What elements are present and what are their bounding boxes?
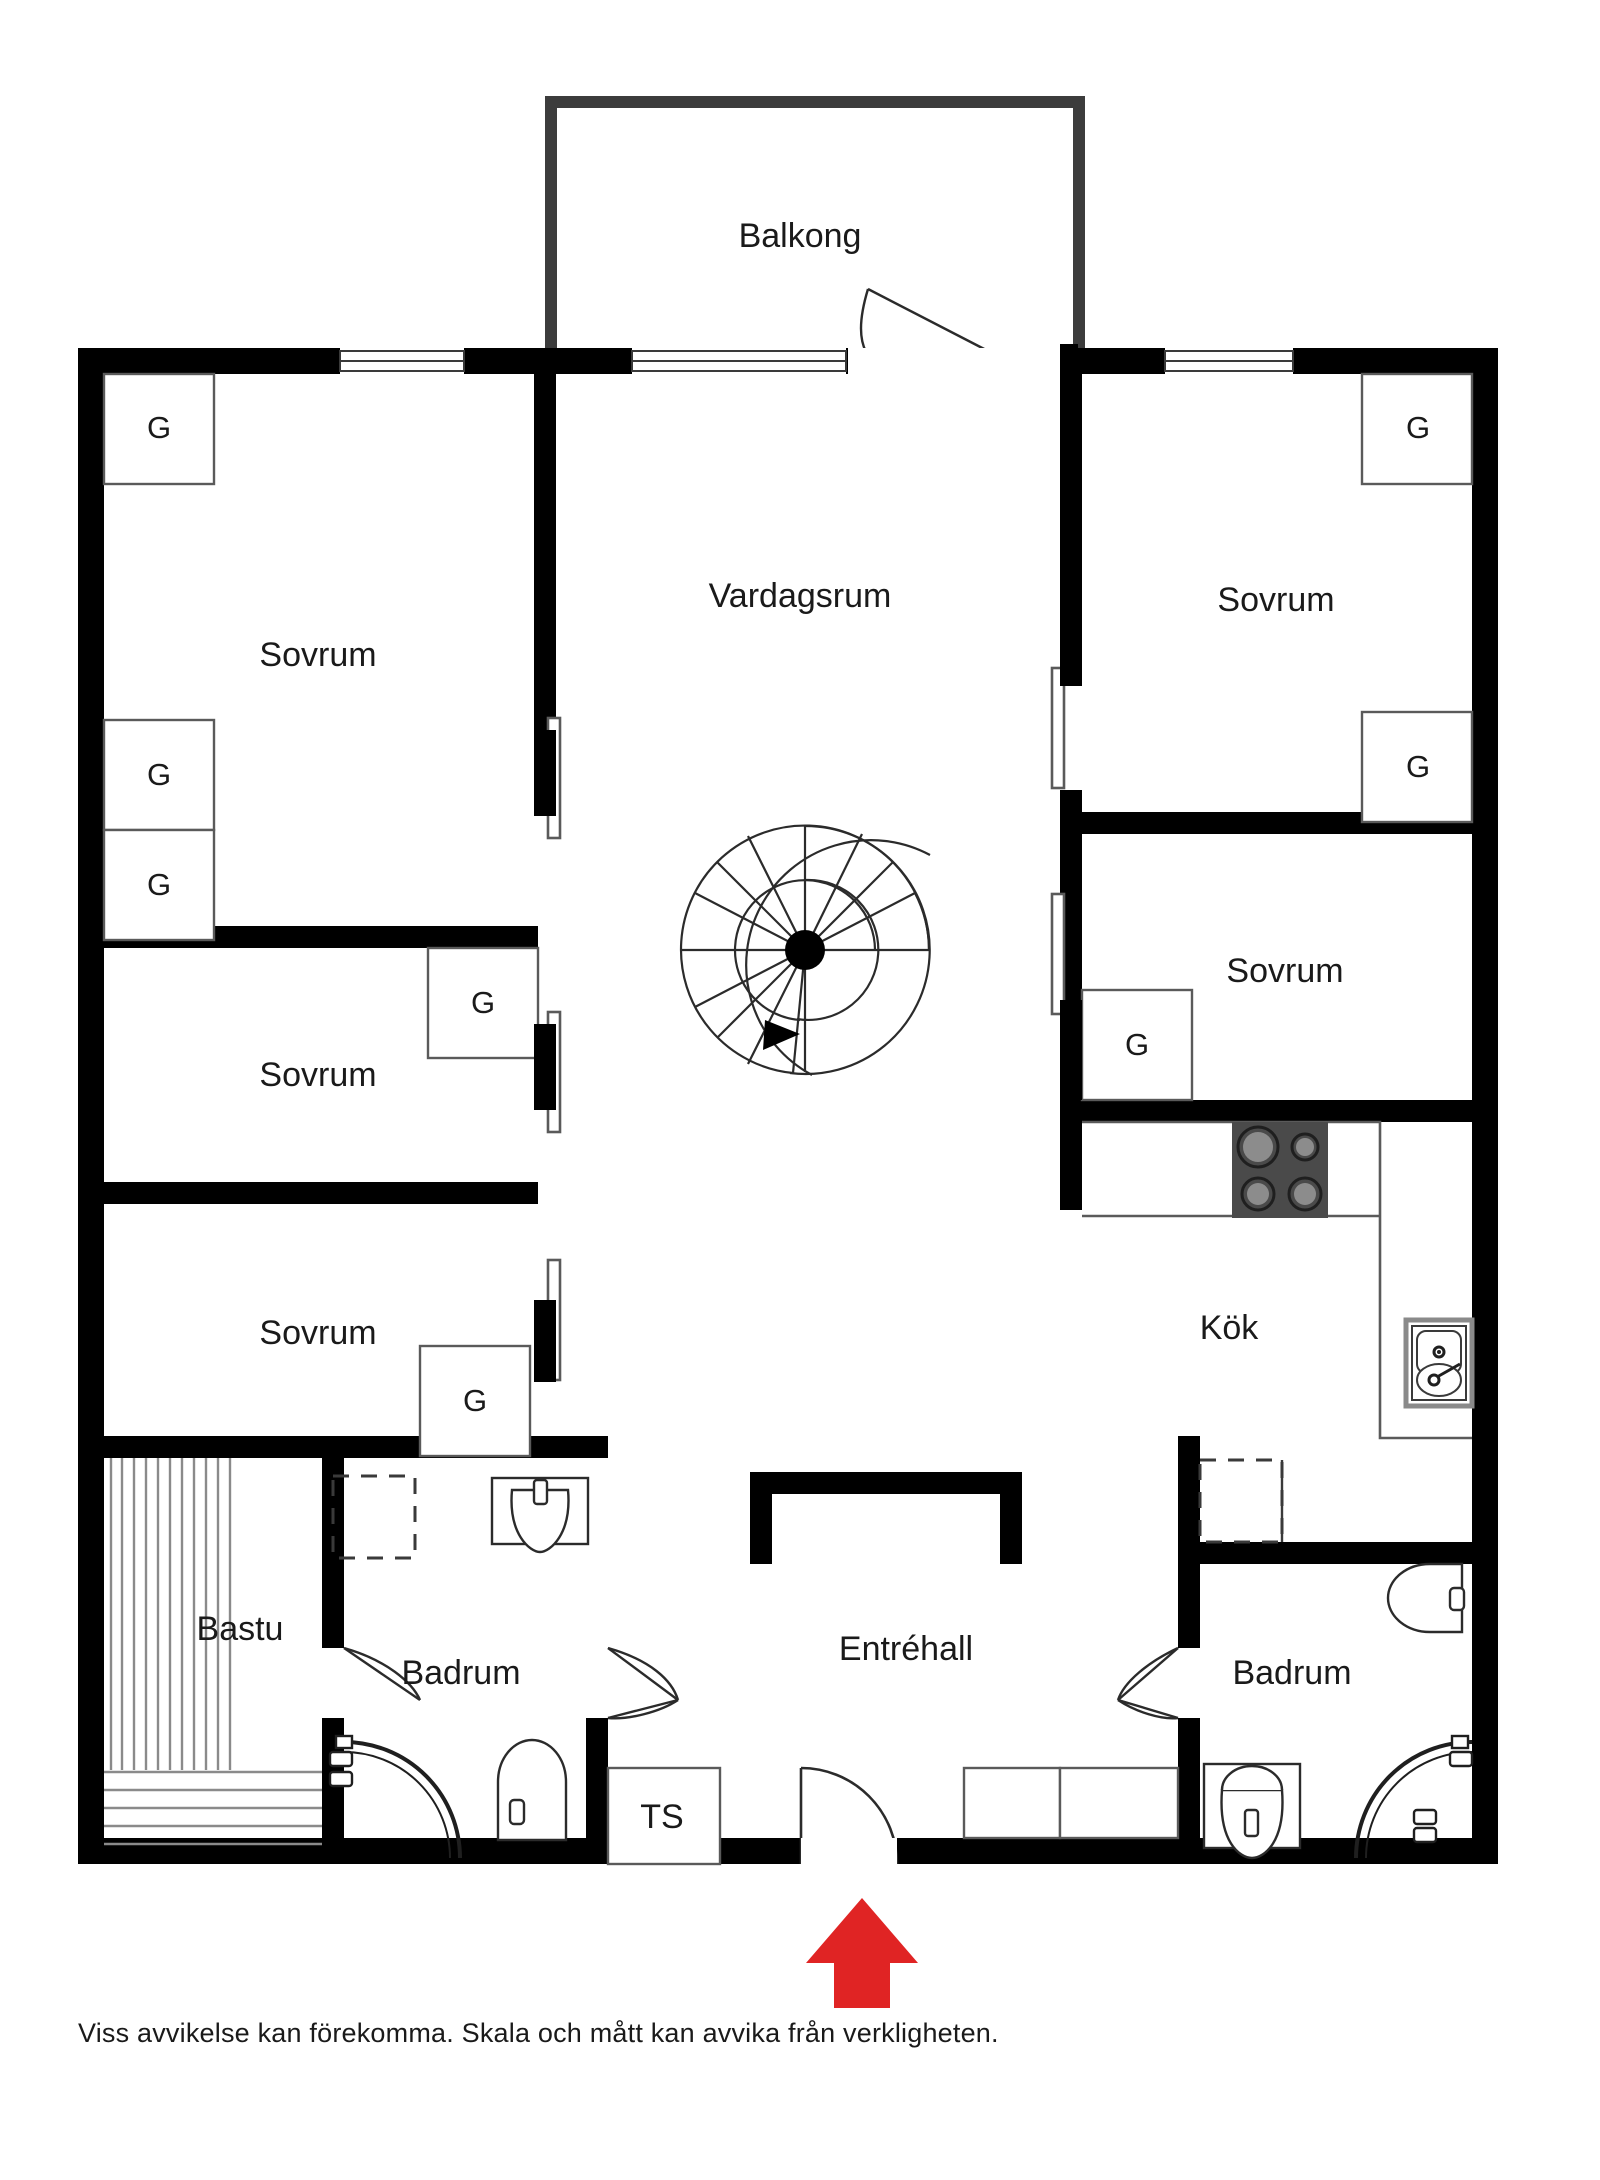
closet-nw-top: [102, 372, 216, 486]
closet-e-mid: [1080, 988, 1194, 1102]
room-label-sovrum-ne: Sovrum: [1217, 581, 1334, 619]
right-bath-wash-basin: [1202, 1762, 1302, 1860]
closets: [102, 372, 1474, 1458]
right-bath-shower-head: [1412, 1734, 1474, 1844]
ts-closet: [606, 1766, 722, 1866]
sauna-benches: [104, 1458, 322, 1846]
room-label-sovrum-e-mid: Sovrum: [1226, 952, 1343, 990]
room-label-sovrum-w-low: Sovrum: [259, 1314, 376, 1352]
closet-label-ne-top: G: [1406, 410, 1430, 445]
room-label-badrum-left: Badrum: [401, 1654, 520, 1692]
right-bath-toilet: [1386, 1562, 1466, 1634]
disclaimer-caption: Viss avvikelse kan förekomma. Skala och …: [78, 2018, 999, 2048]
sliding-door-wall-stubs: [534, 618, 1082, 1382]
left-bath-toilet: [496, 1738, 568, 1842]
door-badrum-left[interactable]: [607, 1646, 680, 1720]
closet-nw-mid: [102, 718, 216, 832]
closet-label-w-low: G: [463, 1383, 487, 1418]
left-bath-appliance-space: [331, 1474, 417, 1560]
left-bath-wash-basin: [490, 1476, 590, 1554]
door-badrum-right[interactable]: [1116, 1646, 1179, 1720]
closet-w-mid: [426, 946, 540, 1060]
closet-label-nw-top: G: [147, 410, 171, 445]
door-sovrum-ne: [1050, 666, 1066, 790]
window-north-3: [1164, 348, 1294, 374]
closet-nw-low: [102, 828, 216, 942]
room-label-bastu: Bastu: [197, 1610, 284, 1648]
closet-label-ne-mid: G: [1406, 749, 1430, 784]
room-label-ts: TS: [640, 1798, 683, 1836]
closet-label-w-mid: G: [471, 985, 495, 1020]
closet-label-nw-mid: G: [147, 757, 171, 792]
door-bastu[interactable]: [343, 1646, 422, 1701]
stove-4-burner: [1232, 1122, 1328, 1218]
staircase-direction-arrow: [763, 1020, 800, 1050]
left-bath-shower: [343, 1740, 462, 1859]
wall-kitchen-top: [1060, 1100, 1474, 1122]
staircase-center-post: [785, 930, 825, 970]
room-label-sovrum-nw: Sovrum: [259, 636, 376, 674]
closet-label-nw-low: G: [147, 867, 171, 902]
door-sovrum-e-mid: [1050, 892, 1066, 1016]
entrance-threshold: [801, 1838, 897, 1864]
room-label-kok: Kök: [1200, 1309, 1260, 1347]
closet-label-e-mid: G: [1125, 1027, 1149, 1062]
spiral-staircase-detail: [789, 824, 931, 1076]
closet-w-low: [418, 1344, 532, 1458]
room-label-vardagsrum: Vardagsrum: [709, 577, 892, 615]
kitchen-sink: [1403, 1317, 1475, 1409]
room-label-entrehall: Entréhall: [839, 1630, 973, 1668]
window-north-2: [631, 348, 847, 374]
entrance-arrow: [806, 1898, 918, 2008]
kitchen-counter: [1082, 1120, 1472, 1440]
left-bath-shower-head: [328, 1734, 354, 1788]
window-north-1: [339, 348, 465, 374]
entrance-hall-storage: [962, 1766, 1180, 1840]
balcony-door-opening: [848, 348, 1064, 374]
room-label-sovrum-w-mid: Sovrum: [259, 1056, 376, 1094]
closet-ne-mid: [1360, 710, 1474, 824]
room-label-balkong: Balkong: [739, 217, 862, 255]
room-label-badrum-right: Badrum: [1232, 1654, 1351, 1692]
closet-ne-top: [1360, 372, 1474, 486]
balcony-outline: [545, 96, 1085, 360]
